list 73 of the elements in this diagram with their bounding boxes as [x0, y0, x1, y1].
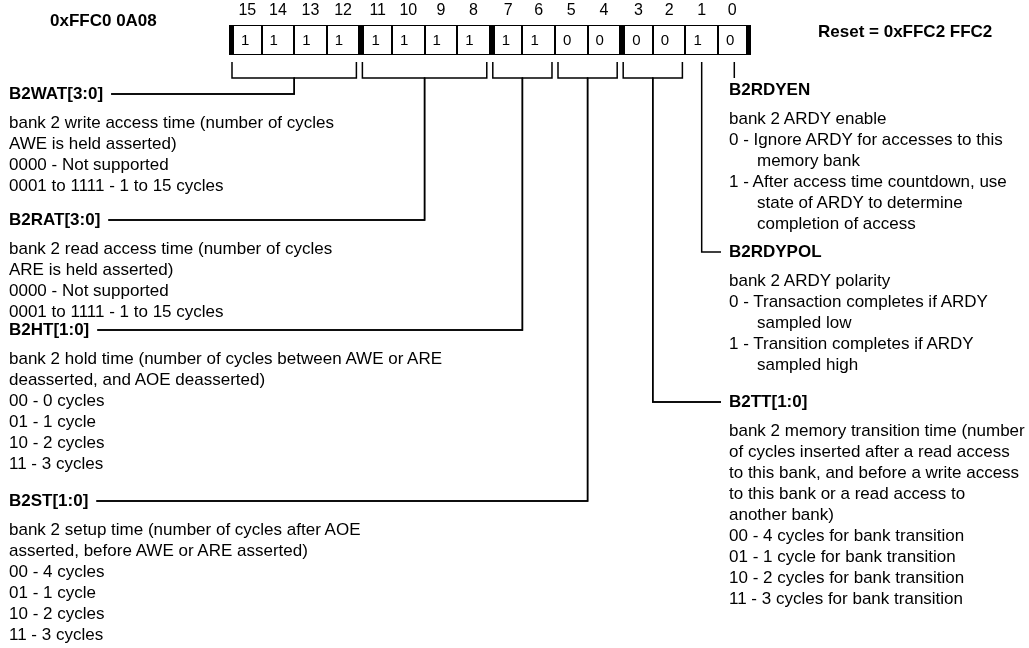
field-description: bank 2 ARDY polarity — [729, 270, 892, 291]
field-name: B2RAT[3:0] — [9, 210, 101, 230]
field-name: B2RDYEN — [729, 80, 811, 100]
field-name: B2HT[1:0] — [9, 320, 90, 340]
bit-value: 0 — [726, 31, 735, 49]
value-description: 0001 to 1111 - 1 to 15 cycles — [9, 175, 225, 196]
field-name: B2WAT[3:0] — [9, 84, 104, 104]
bit-value: 1 — [334, 31, 344, 49]
bit-number: 1 — [696, 1, 708, 19]
value-description: 00 - 4 cycles for bank transition — [729, 525, 966, 546]
value-description: 0001 to 1111 - 1 to 15 cycles — [9, 301, 225, 322]
value-description: 0 - Transaction completes if ARDY sampled low — [729, 291, 989, 333]
bit-number: 4 — [598, 1, 610, 19]
field-description: bank 2 ARDY enable — [729, 108, 888, 129]
bit-number: 7 — [502, 1, 514, 19]
bit-number: 2 — [663, 1, 675, 19]
field-description: bank 2 read access time (number of cycles ARE is held asserted) — [9, 238, 334, 280]
value-description: 00 - 0 cycles — [9, 390, 106, 411]
field-name: B2RDYPOL — [729, 242, 822, 262]
bit-number: 6 — [533, 1, 545, 19]
bit-value: 1 — [302, 31, 311, 49]
bit-number: 3 — [633, 1, 644, 19]
bit-value: 1 — [693, 31, 702, 49]
bit-value: 1 — [501, 31, 511, 49]
bit-number: 0 — [726, 1, 738, 19]
bit-number: 12 — [333, 1, 353, 19]
value-description: 10 - 2 cycles — [9, 432, 106, 453]
value-description: 11 - 3 cycles — [9, 453, 105, 474]
field-description: bank 2 write access time (number of cycles AWE is held asserted) — [9, 112, 334, 154]
value-description: 10 - 2 cycles — [9, 603, 106, 624]
bit-value: 1 — [241, 31, 250, 49]
value-description: 11 - 3 cycles for bank transition — [729, 588, 964, 609]
leader-line — [733, 61, 736, 79]
bit-value: 1 — [269, 31, 278, 49]
value-description: 0 - Ignore ARDY for accesses to this memory bank — [729, 129, 1004, 171]
field-description: bank 2 memory transition time (number of cycles inserted after a read access to this bank, and before a write access to this bank or a read access to another bank) — [729, 420, 1026, 525]
value-description: 0000 - Not supported — [9, 154, 170, 175]
value-description: 01 - 1 cycle — [9, 411, 97, 432]
value-description: 1 - Transition completes if ARDY sampled high — [729, 333, 975, 375]
bit-value: 0 — [632, 31, 641, 49]
bit-value: 0 — [563, 31, 572, 49]
bit-value: 1 — [400, 31, 409, 49]
value-description: 10 - 2 cycles for bank transition — [729, 567, 966, 588]
bit-number: 11 — [368, 1, 387, 19]
value-description: 01 - 1 cycle — [9, 582, 97, 603]
bit-number: 9 — [435, 1, 447, 19]
bit-value: 1 — [371, 31, 380, 49]
bit-value: 0 — [595, 31, 604, 49]
field-description: bank 2 hold time (number of cycles between AWE or ARE deasserted, and AOE deasserted) — [9, 348, 444, 390]
value-description: 0000 - Not supported — [9, 280, 170, 301]
value-description: 11 - 3 cycles — [9, 624, 105, 645]
value-description: 00 - 4 cycles — [9, 561, 106, 582]
leader-line — [652, 61, 722, 403]
value-description: 01 - 1 cycle for bank transition — [729, 546, 957, 567]
bit-number: 8 — [468, 1, 479, 19]
bit-number: 13 — [300, 1, 321, 19]
bit-value: 0 — [660, 31, 670, 49]
value-description: 1 - After access time countdown, use state of ARDY to determine completion of access — [729, 171, 1008, 234]
field-description: bank 2 setup time (number of cycles after AOE asserted, before AWE or ARE asserted) — [9, 519, 362, 561]
reset-value: Reset = 0xFFC2 FFC2 — [818, 22, 993, 42]
bit-value: 1 — [432, 31, 441, 49]
bit-number: 5 — [565, 1, 577, 19]
register-address: 0xFFC0 0A08 — [50, 11, 157, 31]
leader-line — [107, 61, 488, 221]
bit-value: 1 — [465, 31, 474, 49]
leader-line — [110, 61, 358, 95]
bit-number: 10 — [398, 1, 419, 19]
bit-number: 15 — [237, 1, 258, 19]
leader-line — [700, 61, 722, 253]
field-name: B2TT[1:0] — [729, 392, 808, 412]
bit-value: 1 — [530, 31, 539, 49]
field-name: B2ST[1:0] — [9, 491, 89, 511]
bit-number: 14 — [268, 1, 288, 19]
